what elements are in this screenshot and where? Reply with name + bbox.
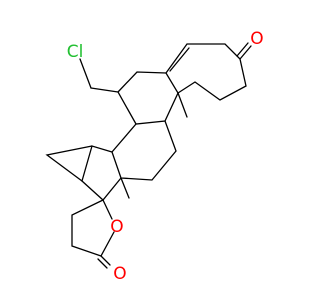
cyclopropane — [45, 145, 93, 182]
ketone-oxygen-label: O — [250, 29, 263, 49]
bond-spiro-o — [102, 199, 113, 220]
double-bond-c4-c5 — [169, 47, 190, 72]
bond-c3-ketone — [239, 45, 252, 60]
ring-d — [81, 145, 122, 201]
bond-c13-methyl — [120, 177, 130, 199]
bond-c10-methyl — [177, 92, 188, 118]
bond-cl-ch2 — [79, 58, 92, 89]
bond-ring-o-carbonyl — [100, 231, 115, 257]
ring-c — [111, 120, 177, 181]
bond-ch2-c7 — [90, 87, 119, 93]
bond-lines — [45, 42, 252, 269]
bond-lactone-carbonyl-double — [97, 258, 108, 269]
lactone-ring — [71, 199, 104, 257]
ring-oxygen-label: O — [110, 217, 123, 237]
ring-b — [117, 71, 179, 125]
molecule-diagram: Cl O O O — [45, 29, 264, 284]
bond-lactone-carbonyl — [100, 255, 111, 266]
atom-labels: Cl O O O — [67, 29, 264, 284]
bond-c3-ketone-double — [236, 42, 249, 57]
molecule-svg: Cl O O O — [45, 29, 264, 284]
chlorine-label: Cl — [67, 42, 84, 62]
lactone-carbonyl-oxygen-label: O — [113, 264, 126, 284]
ring-a — [165, 43, 247, 101]
